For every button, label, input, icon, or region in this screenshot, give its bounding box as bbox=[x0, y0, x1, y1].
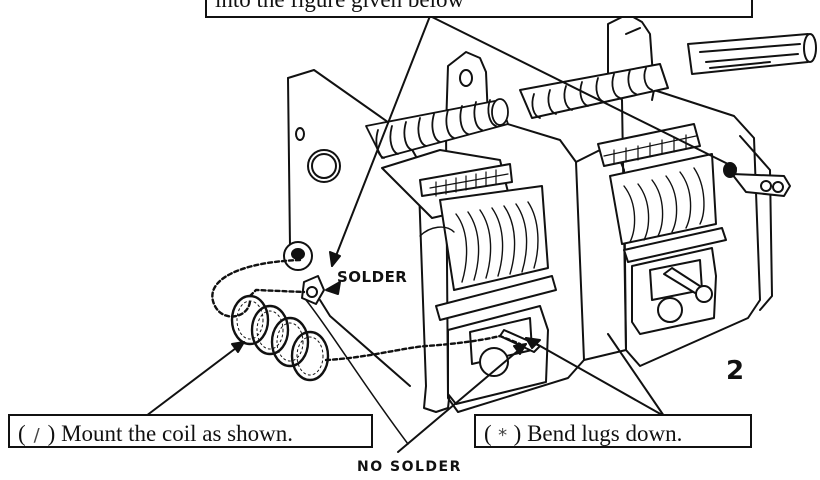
solder-label: SOLDER bbox=[337, 268, 408, 286]
rotor-spring-front bbox=[365, 98, 509, 159]
stator-plates-front bbox=[381, 149, 557, 321]
shaft bbox=[687, 33, 817, 75]
coil bbox=[211, 258, 522, 445]
callout-leaders bbox=[145, 15, 737, 453]
output-lug bbox=[723, 162, 791, 197]
callout-top-text: into the figure given below bbox=[215, 0, 464, 12]
checkbox-open-paren: ( bbox=[18, 421, 26, 446]
callout-mount-coil: ( / ) Mount the coil as shown. bbox=[8, 414, 373, 448]
callout-bend-lugs: ( *) Bend lugs down. bbox=[474, 414, 752, 448]
bend-lugs-text: ) Bend lugs down. bbox=[513, 421, 683, 446]
checkbox-open-paren: ( bbox=[484, 421, 492, 446]
no-solder-label: NO SOLDER bbox=[357, 459, 462, 475]
step-number: 2 bbox=[726, 356, 745, 386]
check-mark-icon: * bbox=[498, 425, 508, 446]
check-mark-icon: / bbox=[33, 425, 40, 446]
stator-plates-rear bbox=[519, 63, 727, 263]
callout-instruction-top: into the figure given below bbox=[205, 0, 753, 18]
front-solder-lug bbox=[283, 241, 325, 305]
mount-coil-text: ) Mount the coil as shown. bbox=[47, 421, 293, 446]
rotor-lug-windows bbox=[447, 247, 717, 405]
